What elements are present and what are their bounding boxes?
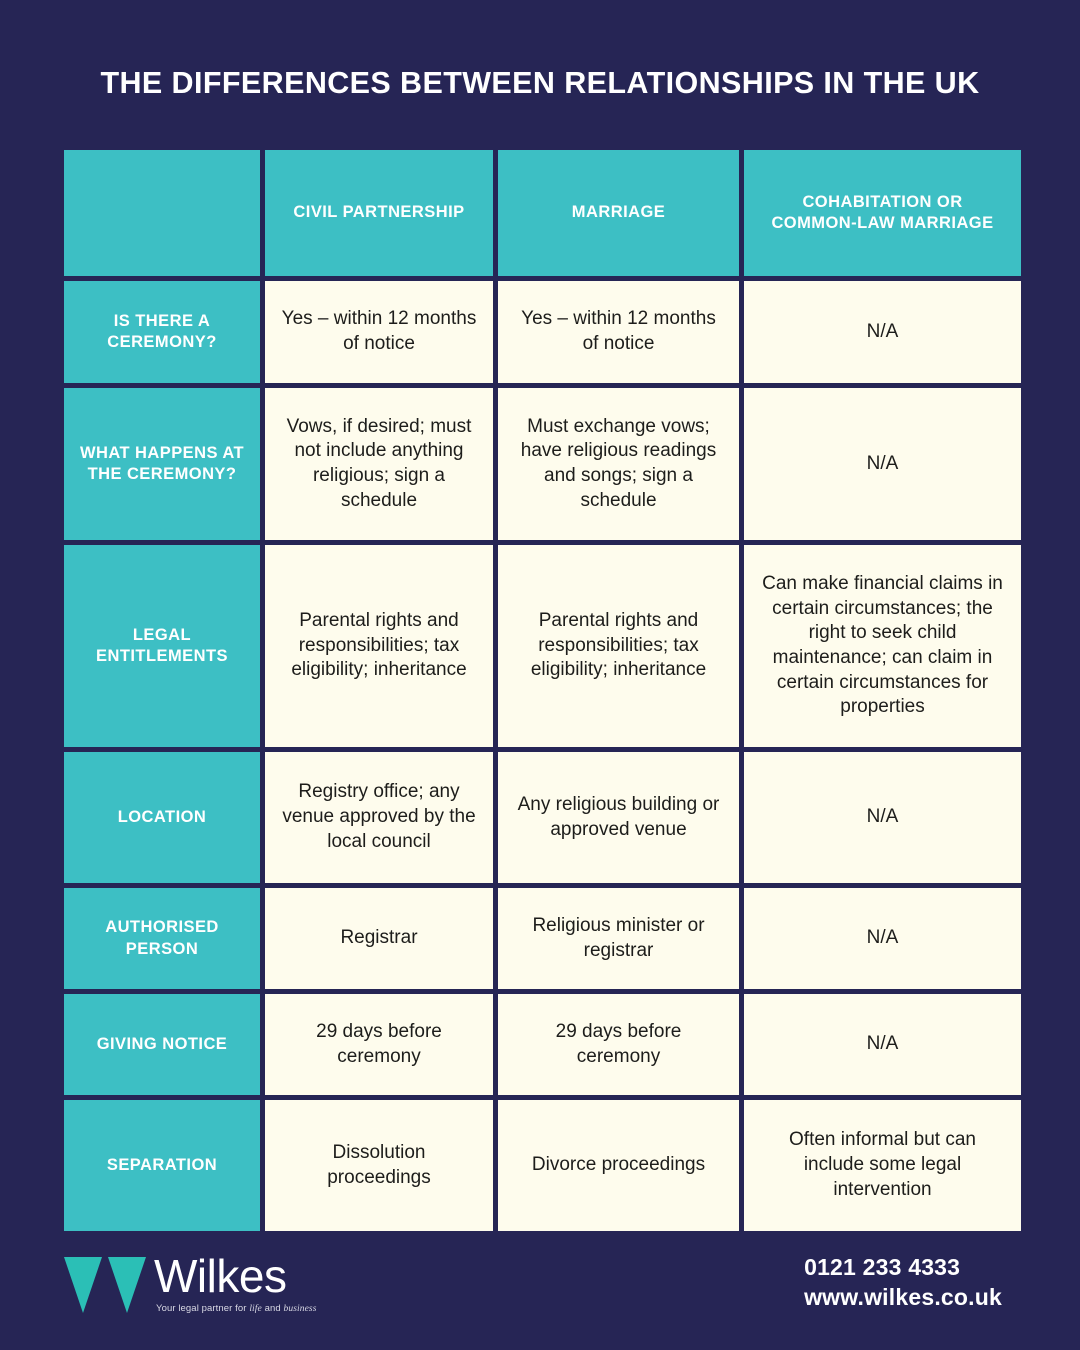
tagline-middle: and — [261, 1302, 284, 1314]
table-row: WHAT HAPPENS AT THE CEREMONY? Vows, if d… — [64, 388, 1021, 540]
cell-giving-notice-marriage: 29 days before ceremony — [498, 994, 739, 1095]
table-row: LOCATION Registry office; any venue appr… — [64, 752, 1021, 883]
cell-separation-civil-partnership: Dissolution proceedings — [265, 1100, 493, 1231]
table-row: LEGAL ENTITLEMENTS Parental rights and r… — [64, 545, 1021, 747]
tagline-italic-business: business — [283, 1303, 317, 1314]
logo-wordmark: Wilkes — [154, 1249, 287, 1302]
cell-what-happens-cohabitation: N/A — [744, 388, 1021, 540]
table-header-cohabitation: COHABITATION OR COMMON-LAW MARRIAGE — [744, 150, 1021, 276]
table-header-civil-partnership: CIVIL PARTNERSHIP — [265, 150, 493, 276]
cell-legal-entitlements-civil-partnership: Parental rights and responsibilities; ta… — [265, 545, 493, 747]
cell-authorised-person-cohabitation: N/A — [744, 888, 1021, 989]
row-label-legal-entitlements: LEGAL ENTITLEMENTS — [64, 545, 260, 747]
phone-number[interactable]: 0121 233 4333 — [804, 1253, 961, 1280]
table-row: AUTHORISED PERSON Registrar Religious mi… — [64, 888, 1021, 989]
table-header-corner — [64, 150, 260, 276]
cell-legal-entitlements-cohabitation: Can make financial claims in certain cir… — [744, 545, 1021, 747]
logo-text-wrap: Wilkes Your legal partner for life and b… — [154, 1253, 317, 1314]
contact-block: 0121 233 4333 www.wilkes.co.uk — [804, 1253, 1008, 1313]
logo-tagline: Your legal partner for life and business — [156, 1303, 317, 1314]
cell-location-civil-partnership: Registry office; any venue approved by t… — [265, 752, 493, 883]
cell-ceremony-cohabitation: N/A — [744, 281, 1021, 383]
comparison-table: CIVIL PARTNERSHIP MARRIAGE COHABITATION … — [64, 150, 1021, 1231]
wilkes-w-mark-icon — [64, 1256, 146, 1313]
footer: Wilkes Your legal partner for life and b… — [0, 1215, 1080, 1350]
row-label-authorised-person: AUTHORISED PERSON — [64, 888, 260, 989]
cell-ceremony-civil-partnership: Yes – within 12 months of notice — [265, 281, 493, 383]
row-label-separation: SEPARATION — [64, 1100, 260, 1231]
row-label-giving-notice: GIVING NOTICE — [64, 994, 260, 1095]
cell-what-happens-marriage: Must exchange vows; have religious readi… — [498, 388, 739, 540]
cell-authorised-person-civil-partnership: Registrar — [265, 888, 493, 989]
cell-separation-marriage: Divorce proceedings — [498, 1100, 739, 1231]
cell-what-happens-civil-partnership: Vows, if desired; must not include anyth… — [265, 388, 493, 540]
cell-giving-notice-cohabitation: N/A — [744, 994, 1021, 1095]
cell-ceremony-marriage: Yes – within 12 months of notice — [498, 281, 739, 383]
wilkes-logo: Wilkes Your legal partner for life and b… — [64, 1251, 317, 1315]
cell-separation-cohabitation: Often informal but can include some lega… — [744, 1100, 1021, 1231]
table-row: IS THERE A CEREMONY? Yes – within 12 mon… — [64, 281, 1021, 383]
tagline-prefix: Your legal partner for — [156, 1302, 250, 1314]
row-label-ceremony: IS THERE A CEREMONY? — [64, 281, 260, 383]
cell-location-marriage: Any religious building or approved venue — [498, 752, 739, 883]
cell-giving-notice-civil-partnership: 29 days before ceremony — [265, 994, 493, 1095]
website-url[interactable]: www.wilkes.co.uk — [804, 1283, 1002, 1310]
row-label-location: LOCATION — [64, 752, 260, 883]
table-row: SEPARATION Dissolution proceedings Divor… — [64, 1100, 1021, 1231]
table-row: GIVING NOTICE 29 days before ceremony 29… — [64, 994, 1021, 1095]
cell-location-cohabitation: N/A — [744, 752, 1021, 883]
page-title: THE DIFFERENCES BETWEEN RELATIONSHIPS IN… — [100, 66, 980, 100]
cell-legal-entitlements-marriage: Parental rights and responsibilities; ta… — [498, 545, 739, 747]
table-header-marriage: MARRIAGE — [498, 150, 739, 276]
row-label-what-happens: WHAT HAPPENS AT THE CEREMONY? — [64, 388, 260, 540]
tagline-italic-life: life — [249, 1303, 262, 1314]
table-header-row: CIVIL PARTNERSHIP MARRIAGE COHABITATION … — [64, 150, 1021, 276]
cell-authorised-person-marriage: Religious minister or registrar — [498, 888, 739, 989]
